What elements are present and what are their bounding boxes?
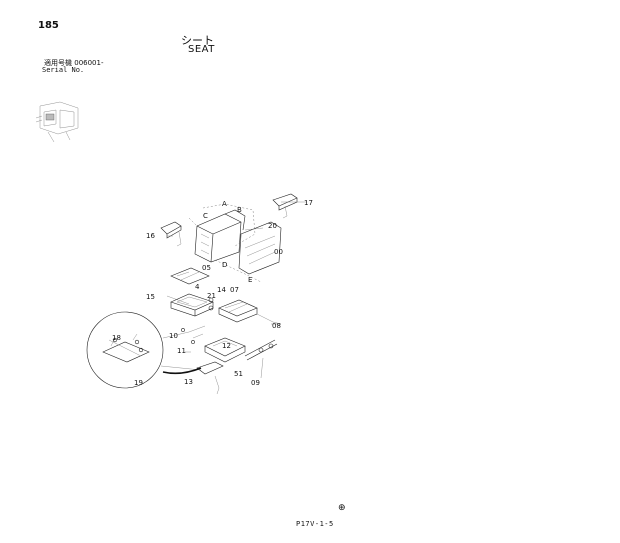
callout-a: A [222,200,227,208]
callout-17: 17 [304,199,313,207]
callout-07: 07 [230,286,239,294]
callout-d: D [222,261,227,269]
armrest-right [272,193,298,219]
adjust-rod [244,339,278,361]
callout-16: 16 [146,232,155,240]
callout-11: 11 [177,347,186,355]
callout-08: 08 [272,322,281,330]
detail-view-circle [86,311,164,389]
callout-4: 4 [195,283,200,291]
slide-rail [208,297,282,325]
serial-label-english: Serial No. [42,66,85,74]
serial-label-japanese: 適用号機 [44,59,72,67]
seat-frame-upper [170,267,210,285]
callout-15: 15 [146,293,155,301]
tray-box [170,293,214,317]
armrest-left [160,221,182,247]
callout-21: 21 [207,292,216,300]
revision-mark: ⊕ [338,503,346,513]
serial-value: 006001- [74,59,104,67]
callout-00: 00 [274,248,283,256]
seat-exploded-diagram: A B C D E 17 16 20 00 05 4 21 14 07 15 0… [86,193,313,395]
serial-number-line: 適用号機 006001- [44,58,103,68]
callout-10: 10 [169,332,178,340]
callout-12: 12 [222,342,231,350]
callout-e: E [248,276,252,284]
callout-c: C [203,212,208,220]
seat-assembly [188,203,256,263]
wire-harness [162,367,202,375]
callout-b: B [237,206,242,214]
callout-05: 05 [202,264,211,272]
title-japanese: シート [181,34,214,47]
page-number: 185 [38,20,59,31]
locator-thumbnail [35,101,79,143]
base-plate [181,325,246,363]
callout-13: 13 [184,378,193,386]
callout-09: 09 [251,379,260,387]
lower-bracket [196,361,224,395]
callout-19: 19 [134,379,143,387]
callout-20: 20 [268,222,277,230]
callout-14: 14 [217,286,226,294]
armrest-frame [214,221,282,283]
callout-51: 51 [234,370,243,378]
callout-18: 18 [112,334,121,342]
title-english: SEAT [188,44,215,55]
page-code: P17V-1-5 [296,520,334,528]
